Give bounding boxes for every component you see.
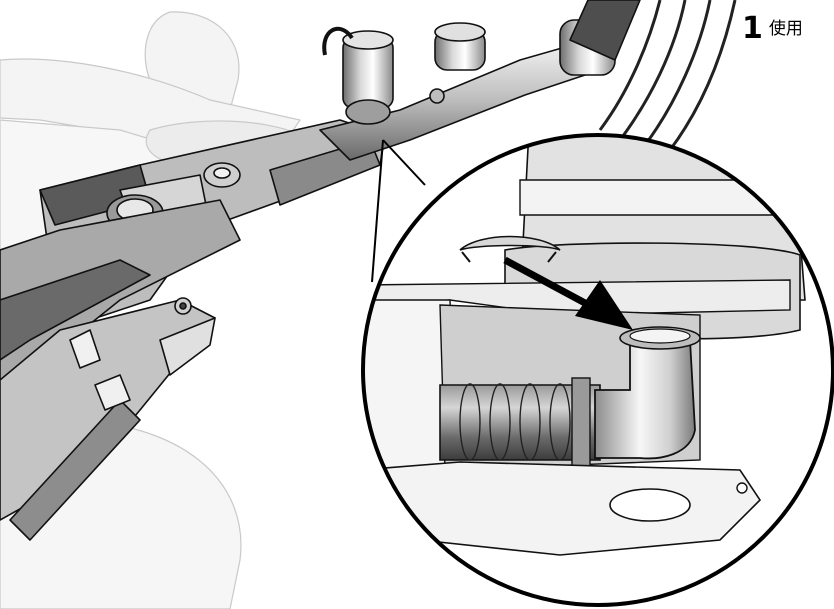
magnifier-callout [363,135,833,605]
callout-ring [361,133,834,607]
step-number: 1 [742,11,763,46]
cables [598,0,737,151]
delivery-arm [0,119,386,541]
upper-arm [319,0,641,161]
arrow-pointer-icon [503,256,633,330]
step-label: 1 使用 [742,14,803,44]
callout-leader-lines [371,139,426,283]
step-text: 使用 [768,19,803,39]
